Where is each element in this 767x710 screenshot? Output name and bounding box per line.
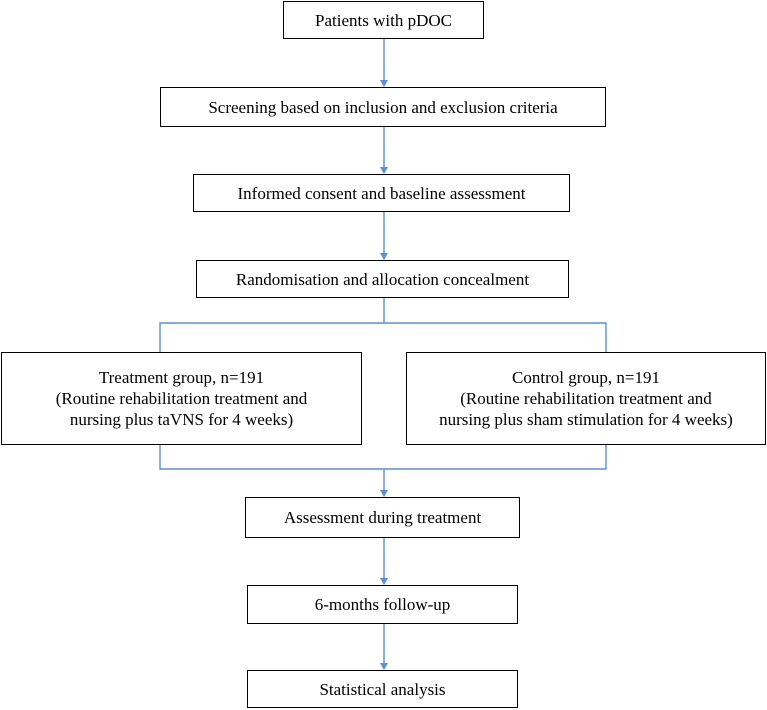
analysis-box: Statistical analysis	[247, 670, 518, 708]
screening-box: Screening based on inclusion and exclusi…	[160, 87, 606, 127]
screening-label: Screening based on inclusion and exclusi…	[208, 97, 558, 117]
treatment-group-box: Treatment group, n=191 (Routine rehabili…	[1, 352, 362, 445]
randomisation-box: Randomisation and allocation concealment	[196, 260, 569, 298]
consent-box: Informed consent and baseline assessment	[193, 174, 570, 212]
control-group-title: Control group, n=191	[512, 368, 660, 387]
followup-box: 6-months follow-up	[247, 585, 518, 624]
connector-merge	[159, 444, 607, 470]
patients-label: Patients with pDOC	[315, 10, 452, 30]
patients-box: Patients with pDOC	[283, 1, 484, 39]
consent-label: Informed consent and baseline assessment	[237, 183, 526, 203]
control-group-box: Control group, n=191 (Routine rehabilita…	[406, 352, 766, 445]
assessment-label: Assessment during treatment	[283, 508, 482, 527]
treatment-group-detail-line1: (Routine rehabilitation treatment and	[55, 389, 308, 408]
treatment-group-detail-line2: nursing plus taVNS for 4 weeks)	[69, 410, 294, 429]
control-group-detail-line1: (Routine rehabilitation treatment and	[460, 389, 712, 408]
control-group-detail-line2: nursing plus sham stimulation for 4 week…	[439, 410, 733, 429]
followup-label: 6-months follow-up	[314, 595, 451, 614]
analysis-label: Statistical analysis	[319, 679, 446, 699]
connector-split	[159, 322, 607, 352]
assessment-box: Assessment during treatment	[245, 497, 520, 538]
treatment-group-title: Treatment group, n=191	[98, 368, 265, 387]
randomisation-label: Randomisation and allocation concealment	[235, 269, 530, 289]
